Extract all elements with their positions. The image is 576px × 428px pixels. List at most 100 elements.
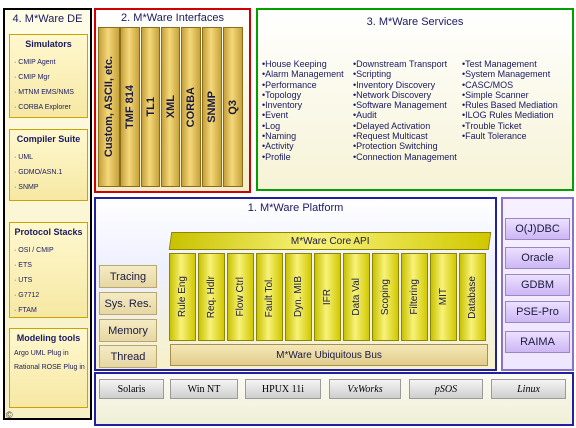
protocol-stacks-box: Protocol Stacks · OSI / CMIP · ETS · UTS… xyxy=(9,222,88,318)
service-item: •Alarm Management xyxy=(262,69,344,80)
platform-column-label: IFR xyxy=(322,288,333,306)
interface-label: TL1 xyxy=(144,97,157,117)
protocol-item: · FTAM xyxy=(14,307,37,314)
compiler-item: · UML xyxy=(14,154,34,161)
service-item: •Software Management xyxy=(353,100,447,111)
service-item: •Scripting xyxy=(353,69,392,80)
service-item: •Topology xyxy=(262,89,302,100)
compiler-item: · SNMP xyxy=(14,184,39,191)
protocol-item: · UTS xyxy=(14,277,33,284)
database-box: GDBM xyxy=(505,274,570,296)
compiler-suite-box: Compiler Suite · UML · GDMO/ASN.1 · SNMP xyxy=(9,129,88,201)
modeling-item: Rational ROSE Plug in xyxy=(14,364,85,371)
platform-column-label: Rule Eng xyxy=(177,276,188,318)
simulators-item: · MTNM EMS/NMS xyxy=(14,89,74,96)
platform-side-box: Memory xyxy=(99,319,157,342)
services-panel: 3. M*Ware Services xyxy=(256,8,574,191)
service-item: •Test Management xyxy=(462,59,537,69)
core-api-bar: M*Ware Core API xyxy=(168,232,492,250)
platform-column-label: Req. Hdlr xyxy=(206,275,217,319)
interface-label: TMF 814 xyxy=(124,84,136,129)
platform-column-label: Filtering xyxy=(409,279,420,315)
core-api-label: M*Ware Core API xyxy=(290,236,370,247)
platform-column: Data Val xyxy=(343,253,370,341)
service-item: •Trouble Ticket xyxy=(462,120,522,131)
platform-column-label: Database xyxy=(467,275,478,319)
os-box: Solaris xyxy=(99,379,164,399)
interface-column: CORBA xyxy=(181,27,201,187)
ubiquitous-bus-bar: M*Ware Ubiquitous Bus xyxy=(170,344,488,366)
service-item: •Log xyxy=(262,120,281,131)
de-title: 4. M*Ware DE xyxy=(12,13,83,25)
platform-column-label: MIT xyxy=(438,288,449,306)
modeling-item: Argo UML Plug in xyxy=(14,350,69,357)
platform-side-box: Sys. Res. xyxy=(99,292,157,315)
platform-column: Dyn. MIB xyxy=(285,253,312,341)
platform-column: Filtering xyxy=(401,253,428,341)
database-box: PSE-Pro xyxy=(505,301,570,323)
os-box: HPUX 11i xyxy=(245,379,321,399)
service-item: •Downstream Transport xyxy=(353,59,448,69)
protocol-item: · OSI / CMIP xyxy=(14,247,54,254)
simulators-title: Simulators xyxy=(25,39,72,49)
interface-column: TL1 xyxy=(141,27,160,187)
interface-column: Custom, ASCII, etc. xyxy=(98,27,120,187)
service-item: •ILOG Rules Mediation xyxy=(462,110,554,121)
modeling-tools-title: Modeling tools xyxy=(16,333,81,343)
protocol-stacks-title: Protocol Stacks xyxy=(14,227,83,237)
services-title: 3. M*Ware Services xyxy=(366,16,464,28)
interface-label: CORBA xyxy=(185,86,197,128)
interfaces-title: 2. M*Ware Interfaces xyxy=(121,12,224,24)
services-column-3: •Test Management•System Management•CASC/… xyxy=(462,59,558,141)
service-item: •Simple Scanner xyxy=(462,89,529,100)
platform-column: Fault Tol. xyxy=(256,253,283,341)
platform-column: Scoping xyxy=(372,253,399,341)
platform-column: Flow Ctrl xyxy=(227,253,254,341)
modeling-tools-box: Modeling tools Argo UML Plug in Rational… xyxy=(9,328,88,408)
database-box: Oracle xyxy=(505,247,570,269)
platform-column-label: Data Val xyxy=(351,278,362,316)
platform-column: MIT xyxy=(430,253,457,341)
platform-side-box: Tracing xyxy=(99,265,157,288)
service-item: •Delayed Activation xyxy=(353,120,431,131)
simulators-item: · CORBA Explorer xyxy=(14,104,71,111)
service-item: •Event xyxy=(262,110,289,121)
interface-column: SNMP xyxy=(202,27,222,187)
service-item: •Inventory xyxy=(262,100,303,111)
platform-side-box: Thread xyxy=(99,345,157,368)
simulators-box: Simulators · CMIP Agent · CMIP Mgr · MTN… xyxy=(9,34,88,118)
os-box: pSOS xyxy=(409,379,483,399)
service-item: •House Keeping xyxy=(262,59,327,69)
interface-column: XML xyxy=(161,27,180,187)
service-item: •Naming xyxy=(262,131,297,142)
protocol-item: · ETS xyxy=(14,262,32,269)
service-item: •Profile xyxy=(262,151,291,162)
platform-column: Req. Hdlr xyxy=(198,253,225,341)
database-box: RAIMA xyxy=(505,331,570,353)
service-item: •Performance xyxy=(262,79,317,90)
os-box: Linux xyxy=(491,379,566,399)
platform-column: Rule Eng xyxy=(169,253,196,341)
service-item: •Network Discovery xyxy=(353,89,432,100)
os-box: VxWorks xyxy=(329,379,401,399)
interface-label: SNMP xyxy=(206,91,218,123)
platform-column-label: Flow Ctrl xyxy=(235,277,246,317)
service-item: •Rules Based Mediation xyxy=(462,100,558,111)
platform-column: Database xyxy=(459,253,486,341)
simulators-item: · CMIP Agent xyxy=(14,59,56,66)
services-column-2: •Downstream Transport•Scripting•Inventor… xyxy=(353,59,457,162)
interface-column: Q3 xyxy=(223,27,243,187)
interface-column: TMF 814 xyxy=(120,27,140,187)
services-column-1: •House Keeping•Alarm Management•Performa… xyxy=(262,59,344,162)
copyright-mark: © xyxy=(6,410,13,420)
platform-column: IFR xyxy=(314,253,341,341)
service-item: •Connection Management xyxy=(353,151,457,162)
compiler-suite-title: Compiler Suite xyxy=(16,134,81,144)
service-item: •Protection Switching xyxy=(353,141,438,152)
platform-column-label: Scoping xyxy=(380,278,391,316)
interface-label: XML xyxy=(164,95,177,119)
protocol-item: · G7712 xyxy=(14,292,40,299)
service-item: •System Management xyxy=(462,69,551,80)
platform-column-label: Fault Tol. xyxy=(264,276,275,318)
service-item: •Fault Tolerance xyxy=(462,131,527,142)
